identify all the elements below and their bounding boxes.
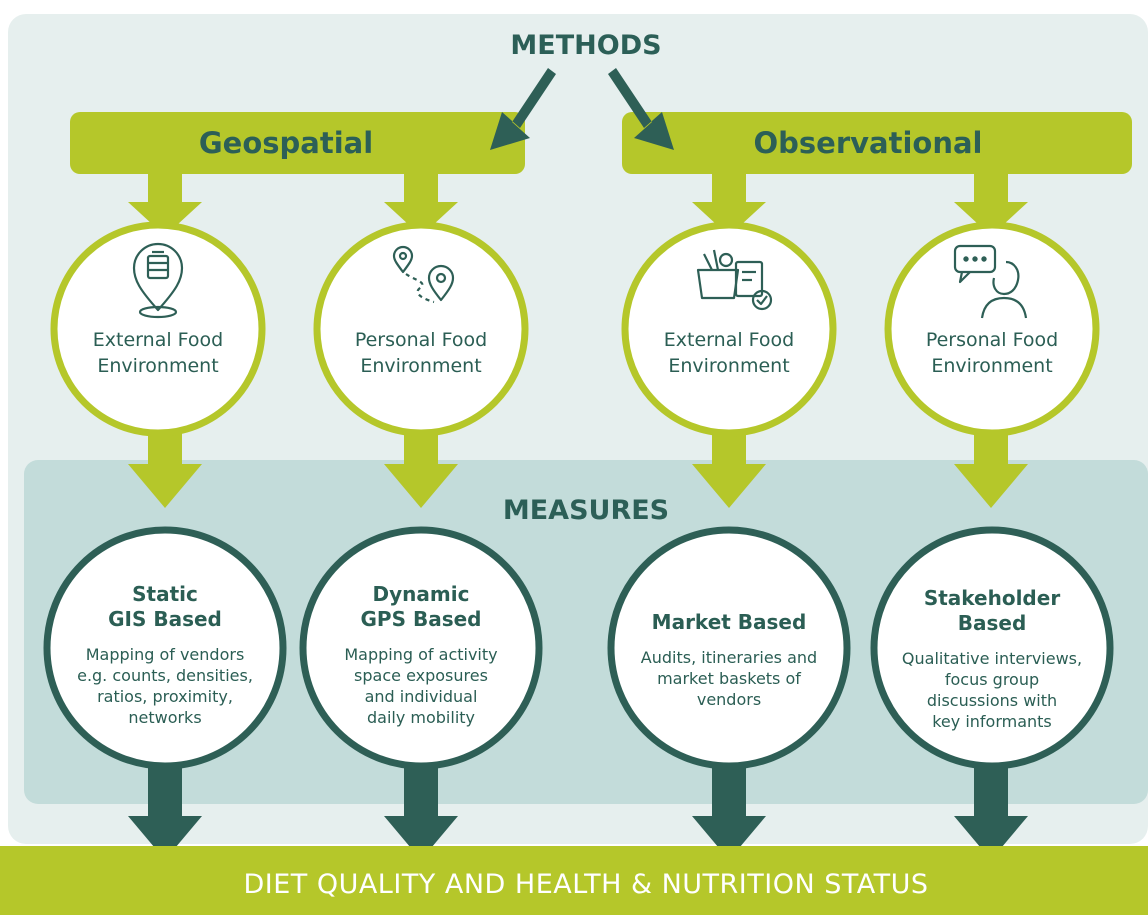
measures-title: MEASURES (502, 495, 670, 526)
arrow-to-outcome-1 (128, 768, 202, 860)
env-circle-3 (621, 221, 837, 437)
env-circle-1 (50, 221, 266, 437)
env-label-1: External Food Environment (93, 327, 223, 379)
env-label-4: Personal Food Environment (926, 327, 1058, 379)
env-label-1-line1: External Food (92, 329, 224, 351)
env-label-3: External Food Environment (664, 327, 794, 379)
measure-title-2: Dynamic GPS Based (360, 582, 482, 631)
measure-title-3: Market Based (651, 610, 807, 634)
arrow-to-env-3 (692, 170, 766, 236)
measure-title-1: Static GIS Based (108, 582, 222, 631)
measure-circle-3 (607, 526, 851, 770)
measure-circle-4 (870, 526, 1114, 770)
env-label-4-line1: Personal Food (925, 329, 1059, 351)
measure-dynamic-gps: Dynamic GPS Based Mapping of activity sp… (323, 582, 519, 728)
methods-arrow-left (490, 68, 556, 150)
measure-desc-2: Mapping of activity space exposures and … (344, 645, 498, 727)
measure-circle-2 (299, 526, 543, 770)
env-circle-2 (313, 221, 529, 437)
env-label-4-line2: Environment (931, 355, 1053, 377)
measure-circle-1 (43, 526, 287, 770)
measure-market: Market Based Audits, itineraries and mar… (631, 610, 827, 710)
observational-label: Observational (753, 126, 983, 160)
methods-arrow-right (608, 68, 674, 150)
arrow-to-outcome-3 (692, 768, 766, 860)
map-pin-basket-icon (132, 242, 184, 319)
env-label-3-line1: External Food (663, 329, 795, 351)
measure-stakeholder: Stakeholder Based Qualitative interviews… (894, 586, 1090, 732)
arrow-to-env-1 (128, 170, 202, 236)
measure-desc-4: Qualitative interviews, focus group disc… (901, 649, 1083, 731)
measures-panel (24, 460, 1148, 804)
measure-static-gis: Static GIS Based Mapping of vendors e.g.… (67, 582, 263, 728)
arrow-to-env-4 (954, 170, 1028, 236)
outcome-label: DIET QUALITY AND HEALTH & NUTRITION STAT… (243, 869, 929, 900)
interview-person-icon (953, 244, 1028, 319)
env-circle-4 (884, 221, 1100, 437)
observational-bar (622, 112, 1132, 174)
env-label-2-line2: Environment (360, 355, 482, 377)
outcome-bar (0, 846, 1148, 915)
measure-desc-3: Audits, itineraries and market baskets o… (640, 648, 818, 709)
env-label-2-line1: Personal Food (354, 329, 488, 351)
env-label-2: Personal Food Environment (355, 327, 487, 379)
env-label-3-line2: Environment (668, 355, 790, 377)
geospatial-label: Geospatial (198, 126, 374, 160)
arrow-to-env-2 (384, 170, 458, 236)
env-label-1-line2: Environment (97, 355, 219, 377)
measure-title-4: Stakeholder Based (923, 586, 1061, 635)
arrow-to-outcome-4 (954, 768, 1028, 860)
arrow-to-outcome-2 (384, 768, 458, 860)
route-pins-icon (392, 245, 455, 304)
market-audit-icon (696, 249, 773, 311)
geospatial-bar (70, 112, 525, 174)
methods-title: METHODS (510, 30, 662, 61)
measure-desc-1: Mapping of vendors e.g. counts, densitie… (77, 645, 253, 727)
